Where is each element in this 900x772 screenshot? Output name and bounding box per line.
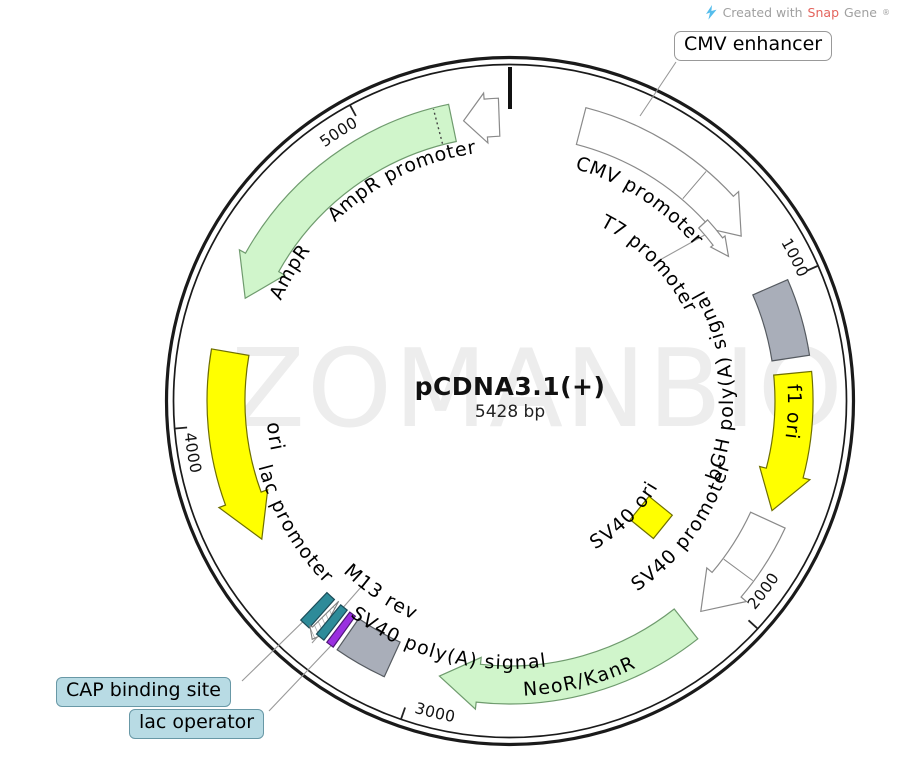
separator-ampr-signal-boundary [432, 108, 444, 144]
svg-text:g: g [502, 652, 514, 674]
credit-brand-rest: Gene [844, 5, 877, 20]
svg-text:o: o [715, 406, 738, 419]
svg-text:y: y [433, 642, 450, 666]
svg-text:4: 4 [181, 432, 200, 444]
feature-lac-operator[interactable] [325, 611, 357, 648]
svg-text:n: n [514, 652, 527, 674]
svg-text:3: 3 [413, 699, 428, 719]
svg-text:e: e [453, 138, 469, 162]
svg-text:C: C [573, 153, 592, 178]
svg-text:s: s [484, 651, 496, 674]
feature-cmv-promoter[interactable] [575, 106, 742, 237]
svg-text:l: l [716, 400, 738, 405]
svg-text:1: 1 [783, 392, 805, 404]
svg-text:e: e [537, 676, 551, 699]
feature-sv40-promoter[interactable] [700, 511, 786, 613]
map-label-f1-ori[interactable]: f1 ori [781, 384, 806, 440]
feature-ampr-promoter[interactable] [462, 91, 501, 145]
svg-text:H: H [710, 436, 734, 455]
plasmid-name: pCDNA3.1(+) [414, 372, 606, 401]
svg-text:0: 0 [183, 451, 202, 464]
backbone-ring-2 [172, 63, 848, 739]
svg-text:A: A [453, 646, 470, 670]
svg-text:o: o [782, 411, 805, 424]
svg-text:i: i [781, 432, 803, 440]
callout-lac-operator[interactable]: lac operator [129, 709, 265, 739]
feature-bgh-polya[interactable] [752, 278, 811, 362]
separator-sv40-promoter-ori-boundary [723, 558, 754, 582]
feature-neor-kanr[interactable] [438, 608, 699, 711]
t7-promoter-leader [657, 231, 711, 262]
svg-text:0: 0 [182, 442, 201, 454]
svg-text:i: i [706, 330, 729, 342]
tick-2000 [747, 619, 759, 630]
backbone-ring-1 [164, 55, 856, 747]
svg-text:l: l [426, 640, 438, 663]
credit-brand-accent: Snap [807, 5, 839, 20]
snapgene-logo-icon [705, 5, 717, 20]
svg-text:0: 0 [443, 707, 456, 727]
feature-ampr[interactable] [238, 103, 458, 300]
snapgene-credit: Created with Snap Gene ® [705, 5, 890, 20]
svg-text:p: p [714, 417, 737, 431]
tick-5000 [348, 104, 357, 117]
credit-registered: ® [882, 8, 890, 17]
feature-sv40-polya[interactable] [336, 617, 401, 678]
cmv-enhancer-leader [639, 61, 677, 117]
feature-ori[interactable] [206, 348, 269, 541]
svg-text:a: a [527, 650, 541, 673]
tick-3000 [399, 707, 406, 721]
svg-text:): ) [468, 649, 478, 672]
watermark: ZOMANBIO [231, 327, 845, 452]
svg-text:i: i [495, 652, 501, 674]
svg-text:o: o [262, 421, 287, 436]
svg-text:y: y [716, 387, 738, 399]
credit-prefix: Created with [722, 5, 803, 20]
plasmid-title-block: pCDNA3.1(+) 5428 bp [360, 372, 660, 422]
svg-text:l: l [539, 650, 547, 672]
svg-text:R: R [561, 672, 578, 696]
callout-cmv-enhancer[interactable]: CMV enhancer [674, 31, 833, 61]
tick-4000 [174, 426, 188, 430]
map-label-ori[interactable]: ori [262, 421, 290, 452]
svg-text:o: o [432, 143, 449, 167]
svg-text:i: i [265, 442, 290, 452]
svg-text:N: N [522, 678, 538, 701]
svg-text:o: o [549, 674, 564, 698]
plasmid-size: 5428 bp [474, 402, 546, 422]
svg-text:l: l [254, 462, 277, 473]
tick-1000 [806, 264, 819, 272]
feature-t7-promoter[interactable] [697, 219, 730, 258]
svg-text:): ) [712, 355, 735, 366]
feature-f1-ori[interactable] [758, 370, 814, 512]
callout-cap-binding-site[interactable]: CAP binding site [56, 677, 231, 707]
svg-text:f: f [783, 384, 805, 393]
svg-text:0: 0 [423, 702, 437, 722]
svg-text:r: r [466, 136, 477, 159]
feature-sv40-ori[interactable] [629, 495, 674, 540]
svg-text:M: M [586, 157, 609, 183]
svg-text:r: r [781, 424, 804, 434]
svg-text:G: G [706, 451, 731, 471]
separator-cmv-enhancer-promoter-boundary [682, 171, 707, 200]
feature-cap-binding-site[interactable] [299, 591, 336, 629]
svg-text:0: 0 [433, 704, 447, 724]
svg-text:(: ( [715, 378, 738, 387]
feature-lac-promoter[interactable] [315, 604, 349, 641]
svg-text:A: A [713, 364, 737, 380]
svg-text:0: 0 [185, 461, 205, 474]
